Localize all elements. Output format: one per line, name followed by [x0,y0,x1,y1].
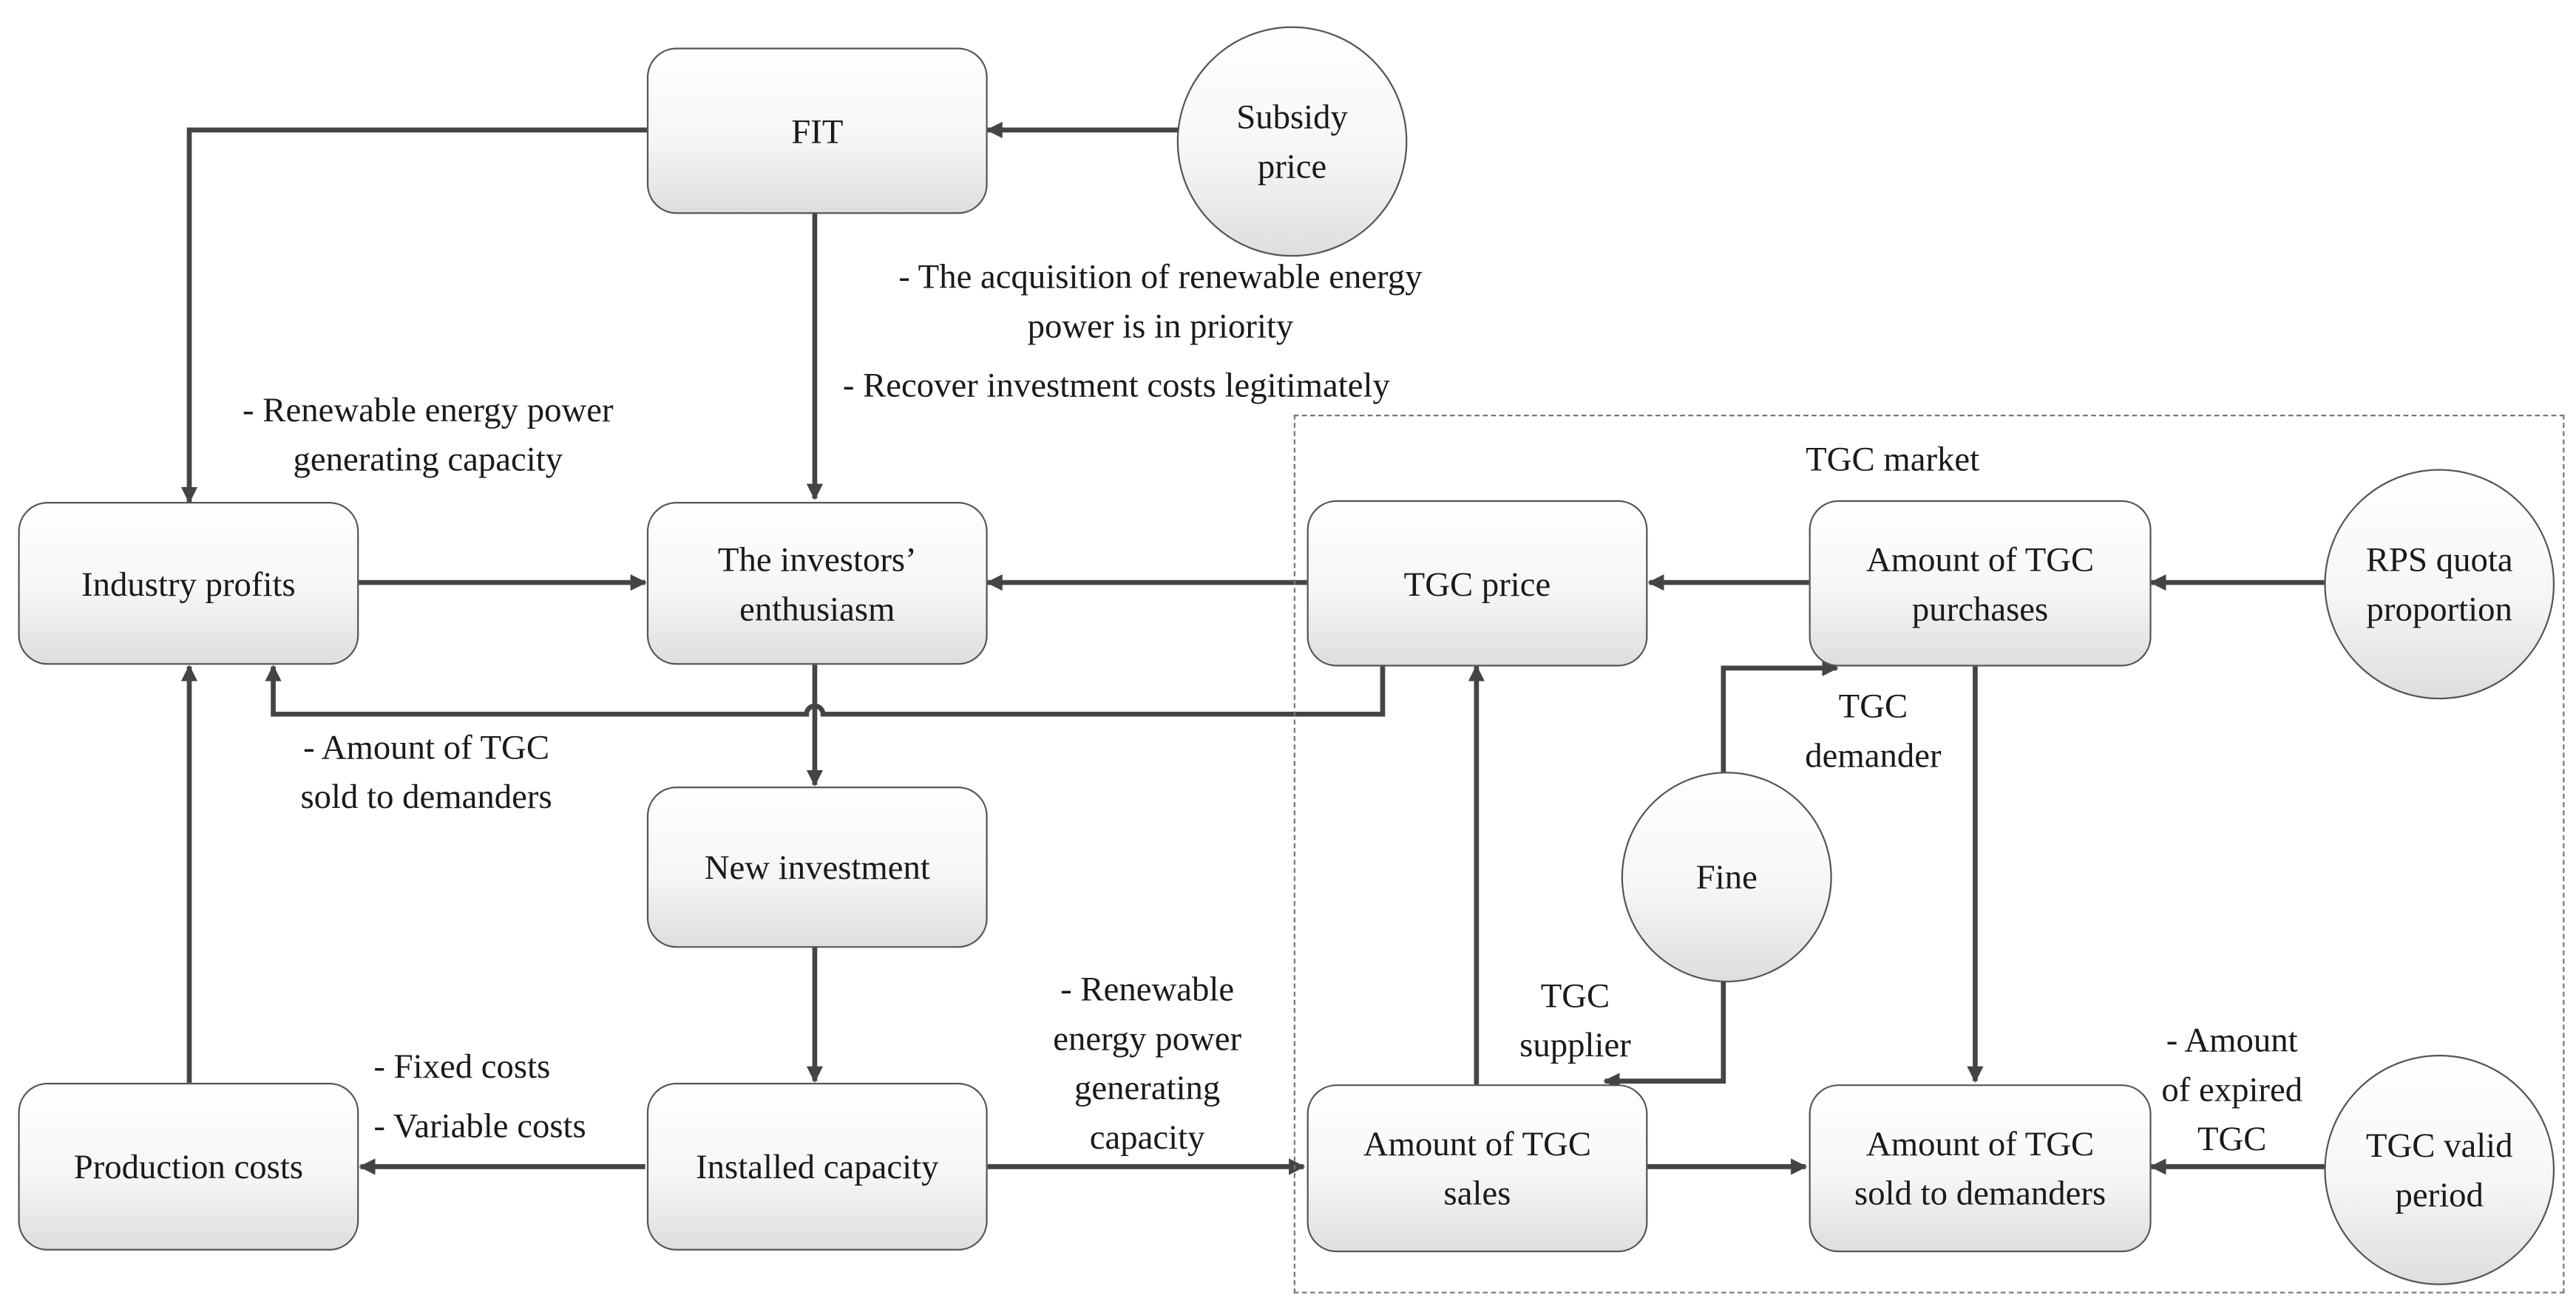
node-tgc-purchases-label: Amount of TGC purchases [1865,539,2095,628]
node-new-investment: New investment [646,786,988,948]
node-subsidy-price: Subsidy price [1176,26,1408,257]
label-renewable-capacity-bottom: - Renewable energy power generating capa… [1053,969,1242,1158]
label-fixed-costs: - Fixed costs [373,1046,551,1087]
node-tgc-price: TGC price [1306,500,1648,667]
node-production-costs: Production costs [18,1082,359,1251]
label-tgc-demander: TGC demander [1805,686,1942,775]
node-tgc-sold: Amount of TGC sold to demanders [1809,1084,2152,1253]
node-fit-label: FIT [791,111,844,151]
node-production-costs-label: Production costs [73,1146,304,1187]
node-rps-quota-label: RPS quota proportion [2365,540,2513,629]
label-renewable-capacity-left: - Renewable energy power generating capa… [243,390,614,479]
node-investors-enthusiasm-label: The investors’ enthusiasm [717,539,917,628]
node-fine: Fine [1621,772,1832,983]
tgc-market-boundary [1293,415,2565,1294]
label-tgc-market: TGC market [1806,439,1980,479]
node-tgc-purchases: Amount of TGC purchases [1809,500,2152,667]
label-tgc-supplier: TGC supplier [1519,976,1631,1065]
label-expired-tgc: - Amount of expired TGC [2161,1020,2303,1159]
node-installed-capacity-label: Installed capacity [696,1146,939,1187]
label-amount-sold: - Amount of TGC sold to demanders [300,727,552,817]
node-investors-enthusiasm: The investors’ enthusiasm [646,501,988,665]
node-subsidy-price-label: Subsidy price [1236,97,1348,186]
node-industry-profits: Industry profits [18,501,359,665]
node-tgc-sales: Amount of TGC sales [1306,1084,1648,1253]
label-recover-costs: - Recover investment costs legitimately [842,365,1390,405]
node-tgc-sales-label: Amount of TGC sales [1363,1124,1592,1213]
node-tgc-valid-period: TGC valid period [2324,1054,2555,1285]
node-rps-quota: RPS quota proportion [2324,469,2555,700]
node-tgc-valid-period-label: TGC valid period [2365,1125,2513,1214]
node-new-investment-label: New investment [704,847,930,887]
node-fit: FIT [646,47,988,214]
node-installed-capacity: Installed capacity [646,1082,988,1251]
node-fine-label: Fine [1695,857,1758,897]
node-tgc-sold-label: Amount of TGC sold to demanders [1854,1124,2106,1213]
arrow-fine-to-sales [1603,980,1726,1090]
node-industry-profits-label: Industry profits [81,563,296,603]
node-tgc-price-label: TGC price [1403,563,1551,603]
label-acquisition-priority: - The acquisition of renewable energy po… [898,256,1423,346]
arrow-fit-to-industry-profits [180,127,647,504]
arrow-tgc-price-to-profits [265,665,1386,717]
arrow-fine-to-purchases [1721,659,1839,774]
label-variable-costs: - Variable costs [373,1106,586,1146]
